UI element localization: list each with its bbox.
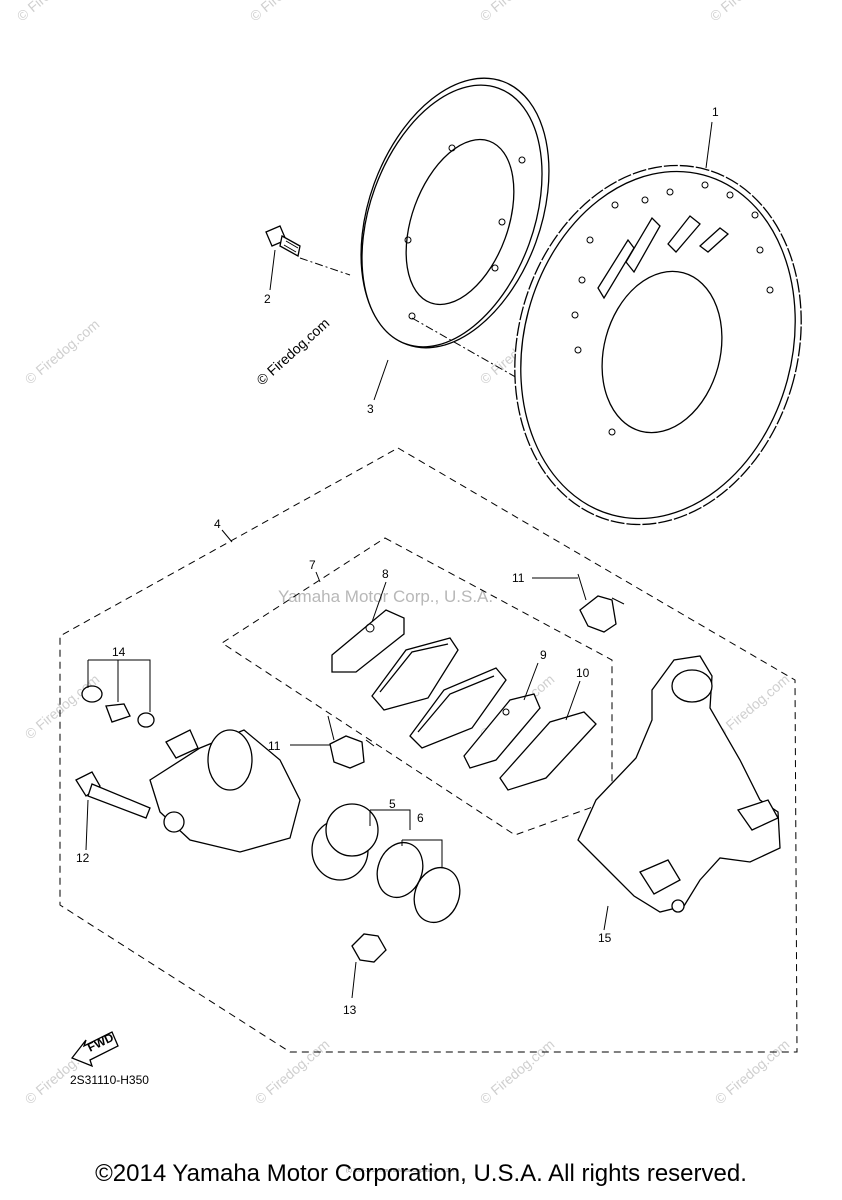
label-part-8: 8 (382, 567, 389, 581)
label-part-5: 5 (389, 797, 396, 811)
leader-lines (85, 121, 713, 999)
assembly-boundary (59, 447, 798, 1053)
shim-part-8 (331, 609, 405, 673)
label-part-3: 3 (367, 402, 374, 416)
label-part-10: 10 (576, 666, 590, 680)
label-part-9: 9 (540, 648, 547, 662)
dust-seal (413, 866, 461, 924)
caliper-body (149, 729, 301, 853)
small-notice: (c) 2005-2015 Yamaha Motor Corporation, … (346, 1168, 456, 1174)
shim-part-9 (463, 693, 541, 769)
label-part-11-upper: 11 (512, 571, 525, 585)
watermark: © Firedog.com (712, 1036, 793, 1107)
center-watermark: Yamaha Motor Corp., U.S.A. (278, 587, 493, 606)
watermark: © Firedog.com (707, 0, 788, 24)
label-part-11-lower: 11 (268, 739, 281, 753)
caliper-bracket-part-15 (577, 655, 781, 913)
diagram-code: 2S31110-H350 (70, 1073, 149, 1087)
watermark: © Firedog.com (252, 1036, 333, 1107)
label-part-1: 1 (712, 105, 719, 119)
watermark: © Firedog.com (477, 0, 558, 24)
label-part-4: 4 (214, 517, 221, 531)
label-part-7: 7 (309, 558, 316, 572)
watermark: © Firedog.com (477, 1036, 558, 1107)
pad-spring-clip-lower (327, 715, 375, 769)
slide-pin-part-12 (75, 771, 151, 819)
label-part-6: 6 (417, 811, 424, 825)
label-part-13: 13 (343, 1003, 357, 1017)
brake-pads (371, 637, 507, 749)
brake-disc-plate (360, 77, 550, 349)
copyright-notice: ©2014 Yamaha Motor Corporation, U.S.A. A… (95, 1160, 747, 1187)
leader-line (411, 317, 613, 433)
label-part-14: 14 (112, 645, 126, 659)
shim-part-10 (499, 711, 597, 791)
pad-kit-boundary (221, 537, 613, 836)
watermark: © Firedog.com (22, 316, 103, 387)
label-part-2: 2 (264, 292, 271, 306)
label-part-15: 15 (598, 931, 612, 945)
piston-part-5 (311, 803, 379, 881)
watermark-dark: © Firedog.com (253, 315, 332, 388)
leader-line (299, 257, 351, 276)
bleed-screw-part-14 (81, 685, 155, 728)
label-part-12: 12 (76, 851, 90, 865)
pad-spring-clip-upper (577, 573, 625, 633)
bolt-part-2 (265, 225, 301, 258)
watermark: © Firedog.com (14, 0, 95, 24)
piston-seal (376, 841, 424, 899)
watermark: © Firedog.com (22, 671, 103, 742)
boot-part-13 (351, 933, 387, 963)
watermark: © Firedog.com (247, 0, 328, 24)
wave-brake-disc (514, 164, 802, 526)
